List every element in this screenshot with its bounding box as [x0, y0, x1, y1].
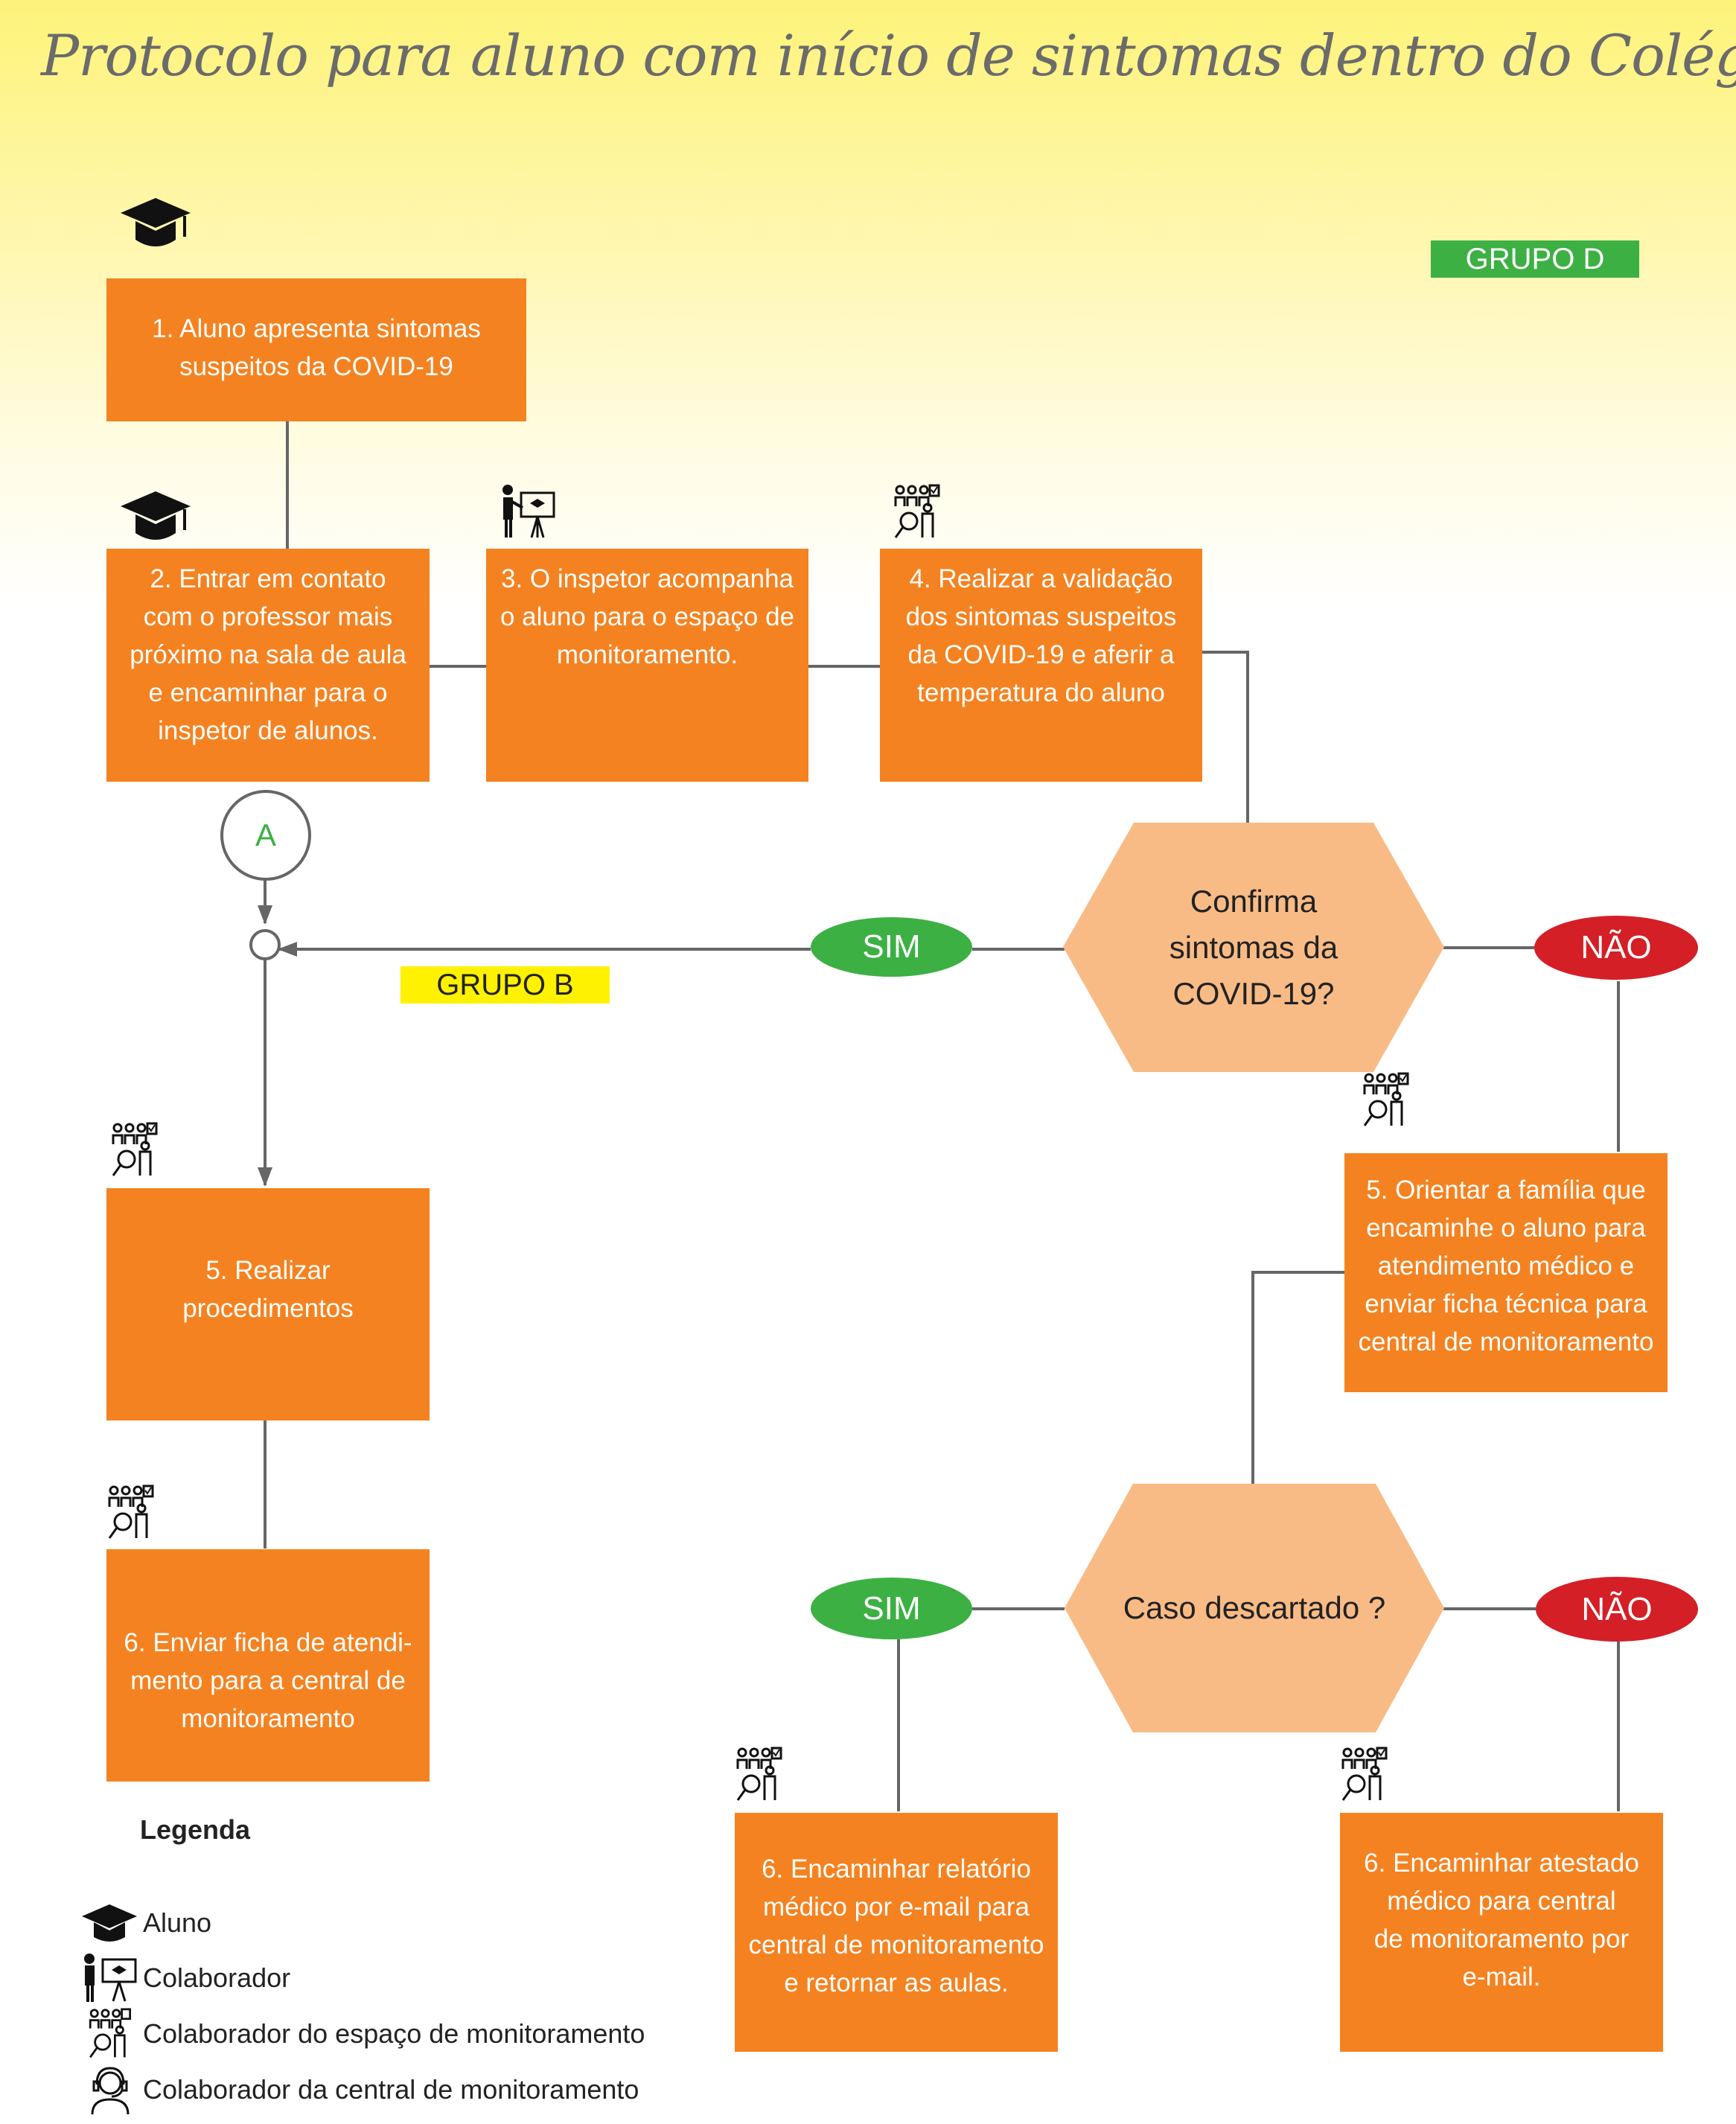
step-6c-box: 6. Encaminhar atestado médico para centra…: [1340, 1813, 1663, 2052]
text-line: com o professor mais: [143, 602, 393, 631]
legend-title: Legenda: [140, 1814, 251, 1845]
text-line: central de monitoramento: [748, 1930, 1044, 1959]
nao-oval-1: NÃO: [1534, 916, 1698, 980]
sim-oval-1: SIM: [811, 917, 972, 977]
team-inspect-icon: [1363, 1072, 1409, 1126]
graduation-cap-icon: [82, 1904, 137, 1942]
text-line: 3. O inspetor acompanha: [500, 564, 794, 593]
text-line: e encaminhar para o: [148, 678, 388, 707]
text-line: 6. Encaminhar atestado: [1364, 1849, 1639, 1878]
text-line: o aluno para o espaço de: [500, 602, 795, 631]
graduation-cap-icon: [121, 491, 191, 540]
connector-a: A: [220, 790, 311, 881]
team-inspect-icon: [112, 1122, 158, 1176]
nao-label-1: NÃO: [1580, 929, 1652, 966]
text-line: 2. Entrar em contato: [150, 564, 386, 593]
text-line: mento para a central de: [130, 1666, 406, 1695]
step-6a-box: 6. Enviar ficha de atendi-mento para a c…: [106, 1549, 430, 1782]
text-line: encaminhe o aluno para: [1366, 1214, 1646, 1243]
step-3-box: 3. O inspetor acompanha o aluno para o es…: [486, 549, 808, 782]
legend-label: Colaborador do espaço de monitoramento: [143, 2018, 645, 2049]
text-line: médico para central: [1387, 1887, 1616, 1916]
text-line: 6. Encaminhar relatório: [762, 1854, 1031, 1884]
text-line: médico por e-mail para: [763, 1892, 1030, 1922]
graduation-cap-icon: [121, 198, 191, 246]
line-4-d1: [1202, 651, 1249, 823]
presenter-icon: [502, 485, 555, 538]
text-line: próximo na sala de aula: [130, 640, 406, 669]
step-5a-box: 5. Realizar procedimentos: [106, 1188, 430, 1420]
step-5b-box: 5. Orientar a família que encaminhe o alu…: [1344, 1153, 1668, 1392]
sim-oval-2: SIM: [811, 1578, 972, 1639]
text-line: COVID-19?: [1172, 975, 1335, 1011]
sim-label-1: SIM: [862, 928, 921, 965]
headset-icon: [91, 2067, 130, 2115]
connector-a-label: A: [255, 817, 276, 852]
nao-oval-2: NÃO: [1536, 1577, 1698, 1642]
text-line: e retornar as aulas.: [784, 1968, 1009, 1997]
text-line: Caso descartado ?: [1123, 1590, 1386, 1625]
text-line: de monitoramento por: [1373, 1924, 1630, 1954]
team-inspect-icon: [89, 2008, 132, 2058]
text-line: monitoramento: [181, 1704, 355, 1733]
text-line: central de monitoramento: [1358, 1327, 1654, 1356]
text-line: 4. Realizar a validação: [909, 564, 1173, 593]
text-line: 5. Realizar: [205, 1256, 331, 1285]
text-line: atendimento médico e: [1377, 1251, 1635, 1281]
text-line: temperatura do aluno: [917, 678, 1165, 707]
team-inspect-icon: [894, 484, 940, 538]
team-inspect-icon: [108, 1484, 154, 1539]
text-line: 5. Orientar a família que: [1366, 1176, 1646, 1205]
junction-circle: [249, 929, 281, 960]
legend-label: Aluno: [143, 1907, 212, 1938]
text-line: enviar ficha técnica para: [1365, 1289, 1647, 1318]
step-2-box: 2. Entrar em contato com o professor mais…: [106, 549, 430, 782]
text-line: dos sintomas suspeitos: [905, 602, 1177, 631]
text-line: 6. Enviar ficha de atendi-: [124, 1628, 412, 1657]
step-4-box: 4. Realizar a validação dos sintomas susp…: [880, 549, 1202, 782]
text-line: e-mail.: [1462, 1962, 1541, 1991]
grupo-d-tag: GRUPO D: [1431, 240, 1639, 278]
step-1-box: 1. Aluno apresenta sintomas suspeitos da …: [106, 278, 526, 421]
legend-item-aluno: Aluno: [80, 1897, 211, 1949]
legend-item-colaborador: Colaborador: [80, 1952, 290, 2004]
text-line: 1. Aluno apresenta sintomas: [152, 314, 481, 343]
text-line: monitoramento.: [556, 640, 738, 669]
page-title: Protocolo para aluno com início de sinto…: [41, 22, 1736, 89]
text-line: procedimentos: [182, 1294, 354, 1323]
text-line: sintomas da: [1169, 929, 1338, 965]
decision-confirma: Confirma sintomas da COVID-19?: [1063, 823, 1444, 1072]
text-line: da COVID-19 e aferir a: [907, 640, 1175, 669]
legend-item-espaco: Colaborador do espaço de monitoramento: [80, 2008, 645, 2060]
text-line: suspeitos da COVID-19: [179, 352, 453, 381]
nao-label-2: NÃO: [1581, 1590, 1653, 1627]
team-inspect-icon: [736, 1747, 782, 1801]
team-inspect-icon: [1341, 1747, 1388, 1801]
line-5b-d2: [1251, 1271, 1344, 1484]
text-line: inspetor de alunos.: [158, 716, 378, 745]
legend-label: Colaborador da central de monitoramento: [143, 2074, 639, 2105]
legend-label: Colaborador: [143, 1962, 291, 1993]
legend-item-central: Colaborador da central de monitoramento: [80, 2064, 639, 2116]
step-6b-box: 6. Encaminhar relatório médico por e-mail…: [735, 1813, 1058, 2052]
grupo-b-tag: GRUPO B: [401, 966, 610, 1004]
text-line: Confirma: [1190, 883, 1318, 919]
decision-descartado: Caso descartado ?: [1065, 1484, 1444, 1732]
presenter-icon: [84, 1954, 137, 2002]
sim-label-2: SIM: [862, 1589, 921, 1627]
